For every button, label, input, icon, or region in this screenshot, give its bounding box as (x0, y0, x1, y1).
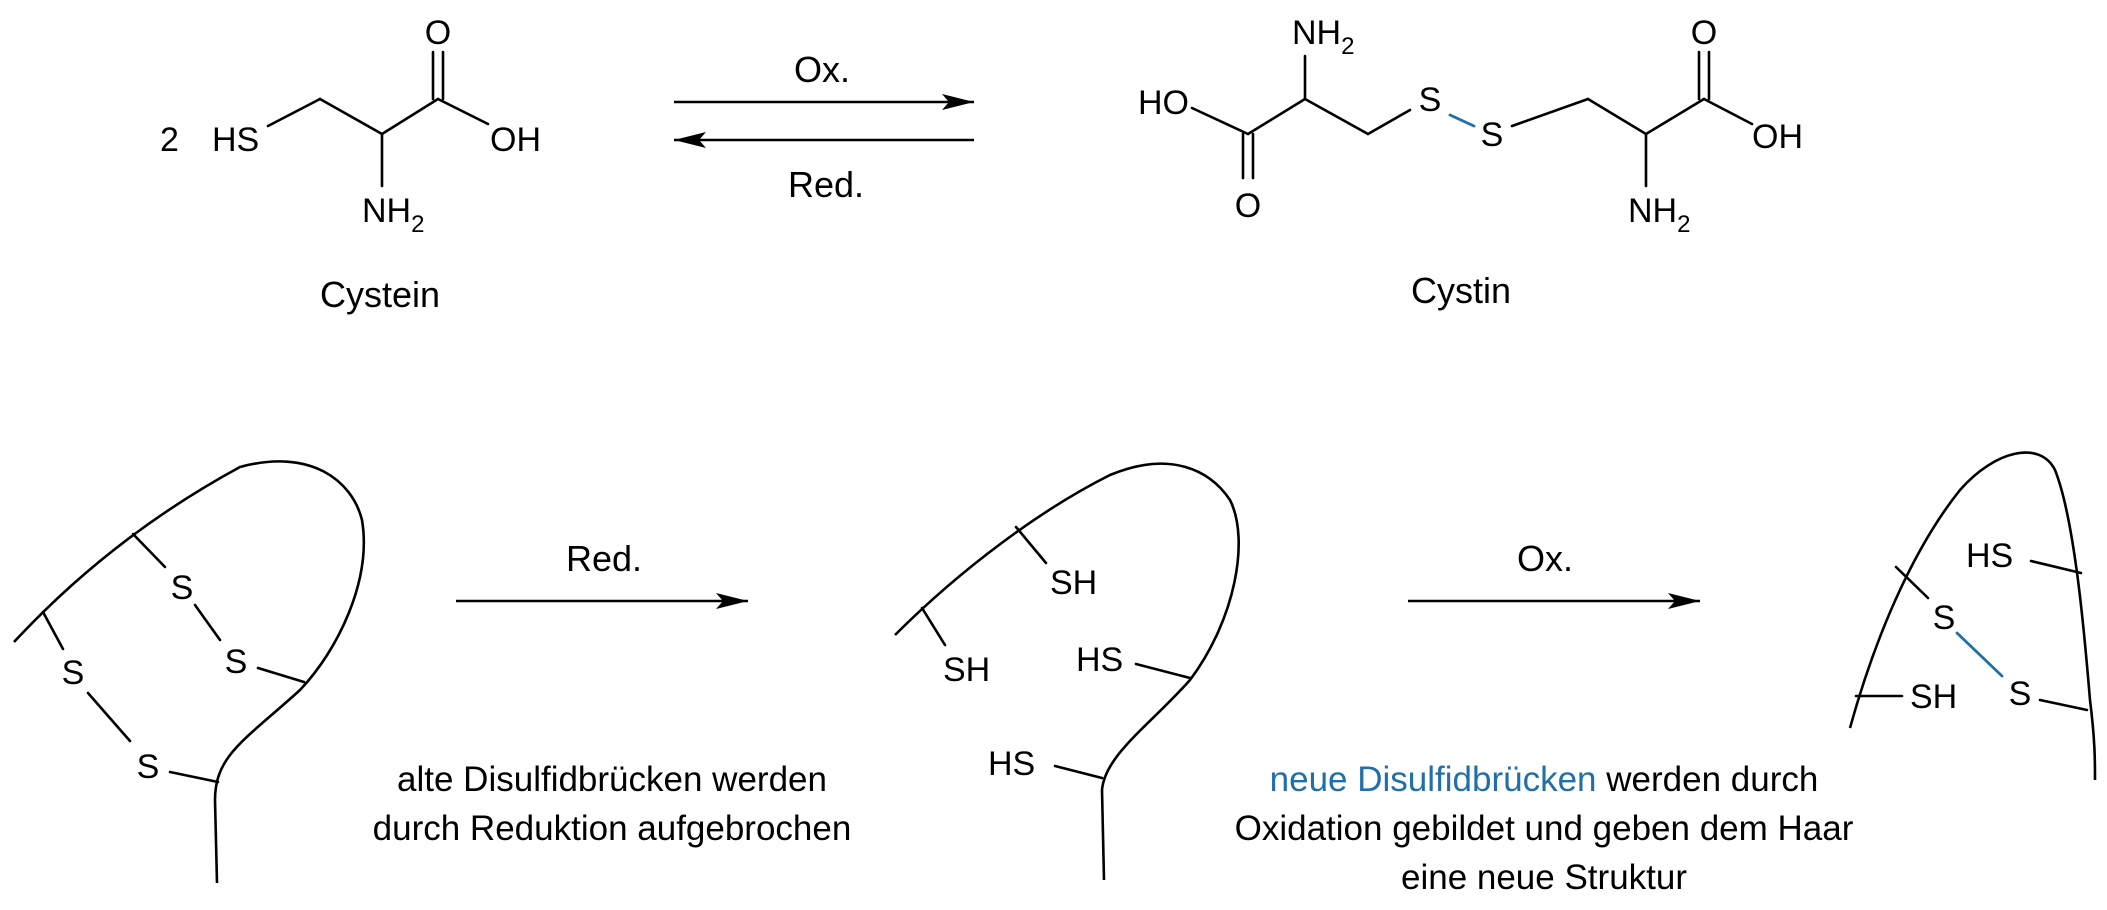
hair-panel-reduced: SH SH HS HS (894, 462, 1240, 881)
arrow1-label: Red. (566, 538, 642, 579)
bond (1702, 97, 1754, 126)
caption-2-line-2: Oxidation gebildet und geben dem Haar (1235, 809, 1854, 848)
reduction-label: Red. (788, 164, 864, 205)
caption-2-line-1: neue Disulfidbrücken werden durch (1270, 760, 1819, 799)
coefficient: 2 (160, 121, 179, 159)
hair-panel-original: S S S S (13, 460, 366, 884)
panel1-sulfur-2: S (225, 643, 248, 681)
arrow2-label: Ox. (1517, 538, 1573, 579)
panel3-sulfur-1: S (1933, 599, 1956, 637)
bond (1586, 97, 1648, 136)
bond (1366, 108, 1412, 136)
bond (436, 97, 490, 126)
cysteine-hydroxyl-label: OH (490, 121, 541, 159)
bond (1053, 764, 1104, 780)
bond (2029, 559, 2083, 575)
bond (1246, 97, 1307, 136)
bond (41, 610, 65, 651)
cysteine-amine-label: NH2 (362, 192, 424, 238)
cysteine-name: Cystein (320, 274, 440, 315)
bond (1510, 97, 1590, 128)
cystine-right-hydroxyl-label: OH (1752, 118, 1803, 156)
disulfide-bond (86, 691, 132, 743)
bond (318, 97, 384, 136)
panel3-thiol-2: SH (1910, 678, 1957, 716)
cystine-molecule: NH2 HO O S S O OH NH2 Cystin (1138, 14, 1803, 311)
cystine-sulfur-2: S (1481, 116, 1504, 154)
caption-1-line-2: durch Reduktion aufgebrochen (373, 809, 852, 848)
cysteine-thiol-label: HS (212, 121, 259, 159)
panel1-sulfur-4: S (137, 748, 160, 786)
panel2-thiol-3: HS (1076, 641, 1123, 679)
reduction-step: Red. alte Disulfidbrücken werden durch R… (373, 538, 852, 848)
caption-2-line-3: eine neue Struktur (1401, 858, 1687, 897)
caption-2-highlight: neue Disulfidbrücken (1270, 760, 1597, 799)
bond (1303, 97, 1370, 136)
cystine-left-amine-label: NH2 (1292, 14, 1354, 60)
cystine-left-hydroxyl-label: HO (1138, 84, 1189, 122)
cystine-left-carbonyl-o: O (1235, 187, 1261, 225)
cysteine-carbonyl-o: O (425, 14, 451, 52)
panel1-sulfur-3: S (62, 654, 85, 692)
cystine-right-carbonyl-o: O (1691, 14, 1717, 52)
equilibrium-arrows: Ox. Red. (674, 49, 974, 205)
panel2-thiol-1: SH (1050, 564, 1097, 602)
bond (1190, 106, 1250, 136)
panel1-sulfur-1: S (171, 569, 194, 607)
panel3-thiol-1: HS (1966, 537, 2013, 575)
hair-panel-new-structure: HS S S SH (1848, 451, 2097, 781)
cystine-right-amine-label: NH2 (1628, 192, 1690, 238)
panel2-thiol-4: HS (988, 745, 1035, 783)
disulfide-bond (1448, 113, 1476, 128)
bond (1644, 97, 1706, 136)
bond (920, 606, 947, 647)
oxidation-label: Ox. (794, 49, 850, 90)
cystine-sulfur-1: S (1419, 81, 1442, 119)
keratin-strand-curve (13, 460, 366, 884)
cysteine-molecule: 2 HS O OH NH2 Cystein (160, 14, 541, 315)
keratin-strand-curve (1848, 451, 2097, 781)
panel3-sulfur-2: S (2009, 675, 2032, 713)
bond (1134, 662, 1192, 680)
bond (168, 770, 220, 784)
panel2-thiol-2: SH (943, 651, 990, 689)
bond (1894, 565, 1930, 600)
bond (256, 666, 306, 684)
bond (131, 532, 167, 569)
keratin-strand-curve (894, 462, 1240, 881)
bond (266, 97, 322, 128)
disulfide-bond (1955, 631, 2004, 678)
bond (1014, 525, 1048, 565)
disulfide-bond (193, 603, 222, 642)
bond (380, 97, 440, 136)
oxidation-step: Ox. neue Disulfidbrücken werden durch Ox… (1235, 538, 1854, 897)
cystine-name: Cystin (1411, 270, 1511, 311)
caption-1-line-1: alte Disulfidbrücken werden (397, 760, 827, 799)
bond (2038, 698, 2089, 712)
